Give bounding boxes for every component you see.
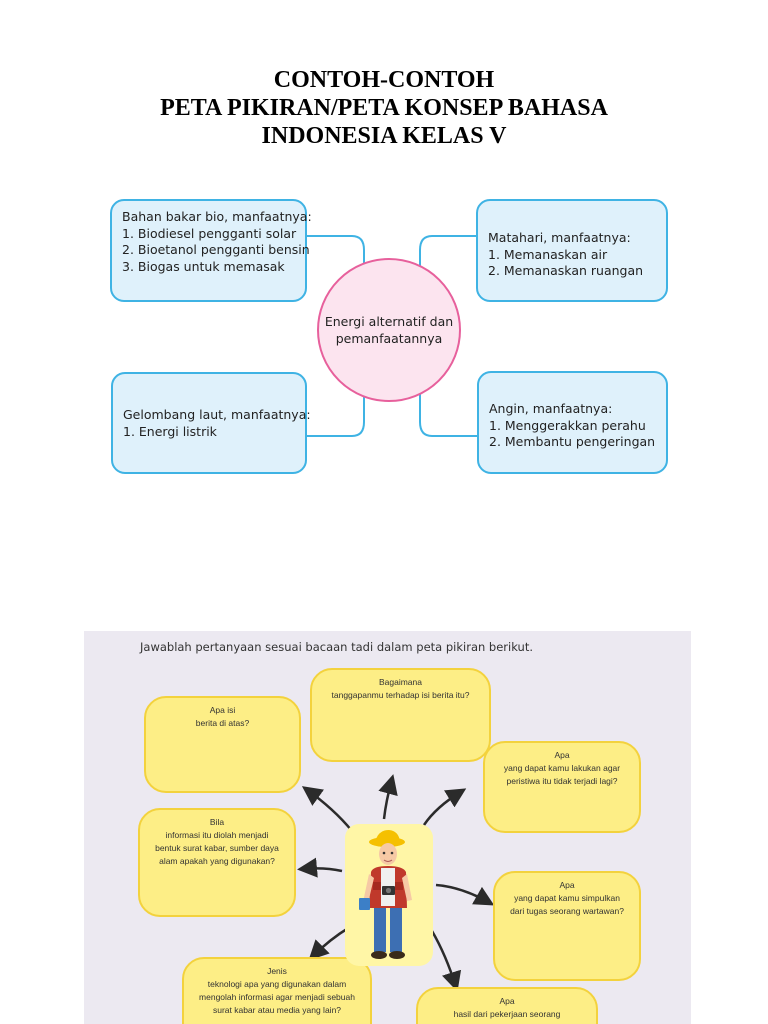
bubble-line: teknologi apa yang digunakan dalam xyxy=(207,979,347,989)
bubble-line: yang dapat kamu lakukan agar xyxy=(503,763,621,773)
title-line-3: INDONESIA KELAS V xyxy=(261,123,507,149)
bubble-line: surat kabar atau media yang lain? xyxy=(212,1005,342,1015)
bubble-line: tanggapanmu terhadap isi berita itu? xyxy=(331,690,470,700)
question-bubble-bagaimana: Bagaimana tanggapanmu terhadap isi berit… xyxy=(310,668,491,762)
page-title: CONTOH-CONTOH PETA PIKIRAN/PETA KONSEP B… xyxy=(0,66,768,150)
bubble-line: Apa xyxy=(499,996,515,1006)
bubble-line: Bila xyxy=(209,817,225,827)
bubble-line: berita di atas? xyxy=(195,718,250,728)
connector-top-right xyxy=(419,235,478,290)
bubble-line: Apa xyxy=(559,880,575,890)
bubble-line: peristiwa itu tidak terjadi lagi? xyxy=(506,776,618,786)
concept-box-wave: Gelombang laut, manfaatnya: 1. Energi li… xyxy=(111,372,311,474)
bubble-line: Apa isi xyxy=(209,705,236,715)
concept-box-wind: Angin, manfaatnya: 1. Menggerakkan perah… xyxy=(477,371,668,474)
concept-box-biofuel: Bahan bakar bio, manfaatnya: 1. Biodiese… xyxy=(110,199,312,302)
arrow-to-bila xyxy=(297,857,343,878)
reporter-icon xyxy=(359,830,412,959)
concept-box-item: 1. Biodiesel pengganti solar xyxy=(122,225,297,241)
concept-box-item: 2. Membantu pengeringan xyxy=(489,434,656,449)
question-bubble-jenis: Jenis teknologi apa yang digunakan dalam… xyxy=(182,957,372,1024)
concept-box-item: 1. Energi listrik xyxy=(123,423,217,439)
arrow-to-apa-lakukan xyxy=(422,788,467,826)
bubble-line: informasi itu diolah menjadi xyxy=(165,830,269,840)
arrow-to-apa-hasil xyxy=(430,930,462,992)
arrow-to-bagaimana xyxy=(378,774,398,820)
connector-top-left xyxy=(306,235,365,290)
concept-box-heading: Matahari, manfaatnya: xyxy=(488,230,631,245)
title-line-1: CONTOH-CONTOH xyxy=(273,67,495,93)
question-bubble-apa-simpulkan: Apa yang dapat kamu simpulkan dari tugas… xyxy=(493,871,641,981)
bubble-line: Bagaimana xyxy=(378,677,422,687)
question-bubble-bila: Bila informasi itu diolah menjadi bentuk… xyxy=(138,808,296,917)
question-bubble-apa-isi: Apa isi berita di atas? xyxy=(144,696,301,793)
concept-box-heading: Bahan bakar bio, manfaatnya: xyxy=(122,209,312,224)
concept-box-item: 1. Memanaskan air xyxy=(488,246,608,262)
reporter-card xyxy=(345,824,433,966)
arrow-to-apa-simpulkan xyxy=(435,883,495,906)
bubble-line: bentuk surat kabar, sumber daya xyxy=(155,843,279,853)
bubble-line: Apa xyxy=(554,750,570,760)
bubble-line: hasil dari pekerjaan seorang xyxy=(453,1009,561,1019)
concept-center: Energi alternatif dan pemanfaatannya xyxy=(317,258,461,402)
concept-box-heading: Angin, manfaatnya: xyxy=(489,401,613,416)
concept-box-heading: Gelombang laut, manfaatnya: xyxy=(123,407,311,422)
connector-bottom-right xyxy=(419,372,478,437)
connector-bottom-left xyxy=(306,372,365,437)
concept-box-item: 3. Biogas untuk memasak xyxy=(122,258,285,274)
bubble-line: mengolah informasi agar menjadi sebuah xyxy=(199,992,355,1002)
bubble-line: dari tugas seorang wartawan? xyxy=(510,906,624,916)
concept-center-line-1: Energi alternatif dan xyxy=(324,314,454,329)
mind-map-panel: Jawablah pertanyaan sesuai bacaan tadi d… xyxy=(84,631,691,1024)
title-line-2: PETA PIKIRAN/PETA KONSEP BAHASA xyxy=(160,95,608,121)
concept-box-item: 2. Memanaskan ruangan xyxy=(488,263,644,278)
concept-center-line-2: pemanfaatannya xyxy=(335,331,443,346)
concept-box-item: 1. Menggerakkan perahu xyxy=(489,417,646,433)
concept-box-solar: Matahari, manfaatnya: 1. Memanaskan air … xyxy=(476,199,668,302)
question-bubble-apa-lakukan: Apa yang dapat kamu lakukan agar peristi… xyxy=(483,741,641,833)
concept-box-item: 2. Bioetanol pengganti bensin xyxy=(122,242,310,257)
concept-map-connectors xyxy=(306,235,478,437)
bubble-line: Jenis xyxy=(267,966,287,976)
bubble-line: yang dapat kamu simpulkan xyxy=(514,893,620,903)
mind-map-instruction: Jawablah pertanyaan sesuai bacaan tadi d… xyxy=(140,640,533,654)
question-bubble-apa-hasil: Apa hasil dari pekerjaan seorang xyxy=(416,987,598,1024)
bubble-line: alam apakah yang digunakan? xyxy=(159,856,275,866)
